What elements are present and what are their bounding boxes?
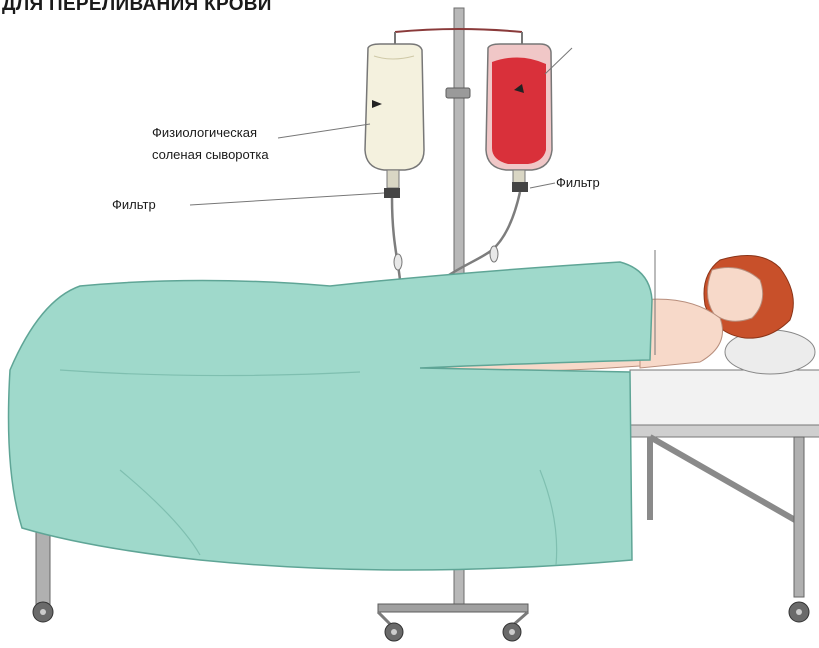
iv-stand-base bbox=[378, 604, 528, 641]
label-filter-right: Фильтр bbox=[556, 174, 600, 192]
label-saline-line1: Физиологическая bbox=[152, 124, 257, 142]
label-saline-line2: соленая сыворотка bbox=[152, 146, 269, 164]
saline-bag bbox=[365, 32, 424, 188]
label-filter-left: Фильтр bbox=[112, 196, 156, 214]
blood-bag bbox=[486, 32, 552, 188]
bed-sheet bbox=[9, 262, 653, 570]
